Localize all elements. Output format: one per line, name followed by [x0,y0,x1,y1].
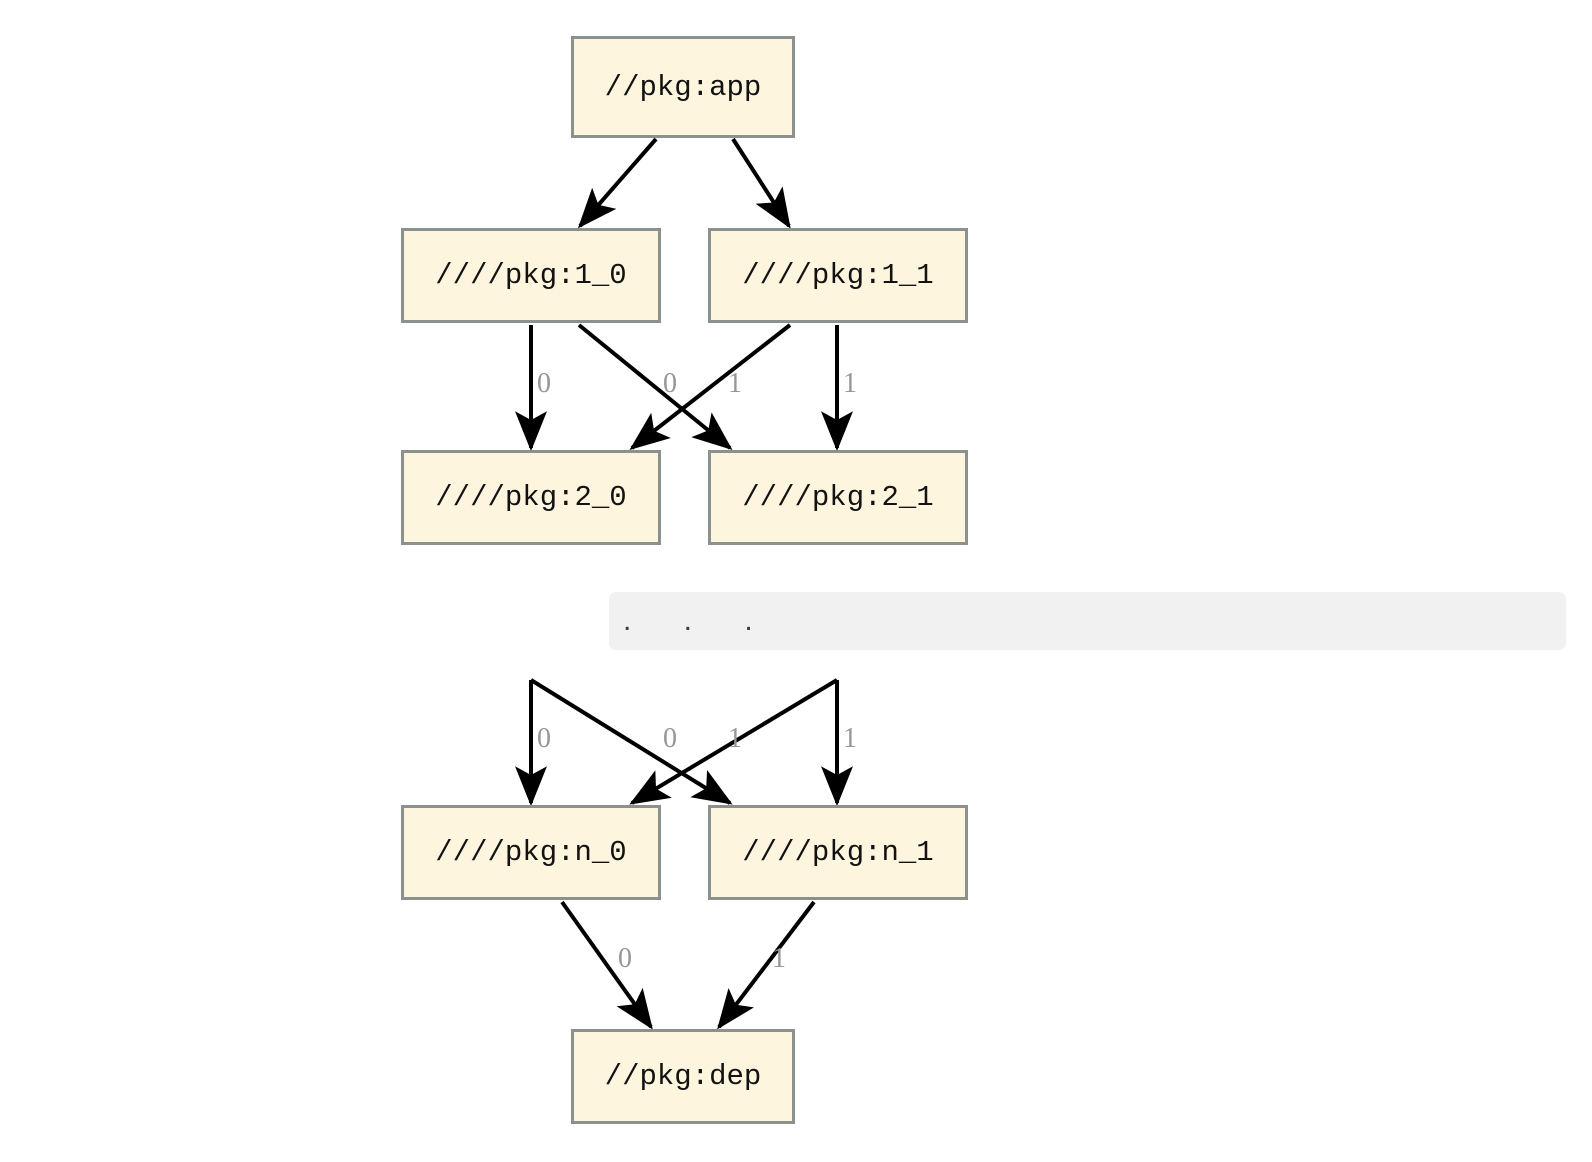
edges-group [515,137,853,1030]
node-ln_1[interactable]: ////pkg:n_1 [708,805,968,900]
node-l2_1[interactable]: ////pkg:2_1 [708,450,968,545]
edge-label: 0 [618,943,632,974]
edge-app-to-l1_1 [731,137,791,229]
node-label: //pkg:app [604,70,762,104]
node-l1_0[interactable]: ////pkg:1_0 [401,228,661,323]
node-label: ////pkg:1_0 [435,259,627,292]
node-dep[interactable]: //pkg:dep [571,1029,795,1124]
node-app[interactable]: //pkg:app [571,36,795,138]
edge-l1_0-to-l2_1 [577,323,733,451]
edge-label: 0 [537,368,551,399]
edge-ln_0-to-dep [560,900,653,1030]
edge-label: 1 [772,943,786,974]
edge-label: 0 [537,723,551,754]
edge-label: 1 [728,368,742,399]
node-l2_0[interactable]: ////pkg:2_0 [401,450,661,545]
edge-l1_1-to-l2_0 [629,323,792,450]
node-label: //pkg:dep [604,1060,762,1093]
edge-src-to-ln_0 [629,678,839,805]
node-l1_1[interactable]: ////pkg:1_1 [708,228,968,323]
ellipsis-dots: . . . [623,604,775,637]
edge-ln_1-to-dep [717,900,816,1030]
node-label: ////pkg:1_1 [742,259,934,292]
edge-label: 1 [728,723,742,754]
node-ln_0[interactable]: ////pkg:n_0 [401,805,661,900]
edge-label: 1 [843,723,857,754]
ellipsis-band: . . . [609,592,1566,650]
node-label: ////pkg:n_1 [742,836,934,869]
edge-src-to-ln_1 [529,678,733,805]
edge-label: 0 [663,368,677,399]
edge-label: 1 [843,368,857,399]
edge-app-to-l1_0 [577,137,658,229]
node-label: ////pkg:2_1 [742,481,934,514]
edge-label: 0 [663,723,677,754]
node-label: ////pkg:n_0 [435,836,627,869]
node-label: ////pkg:2_0 [435,481,627,514]
